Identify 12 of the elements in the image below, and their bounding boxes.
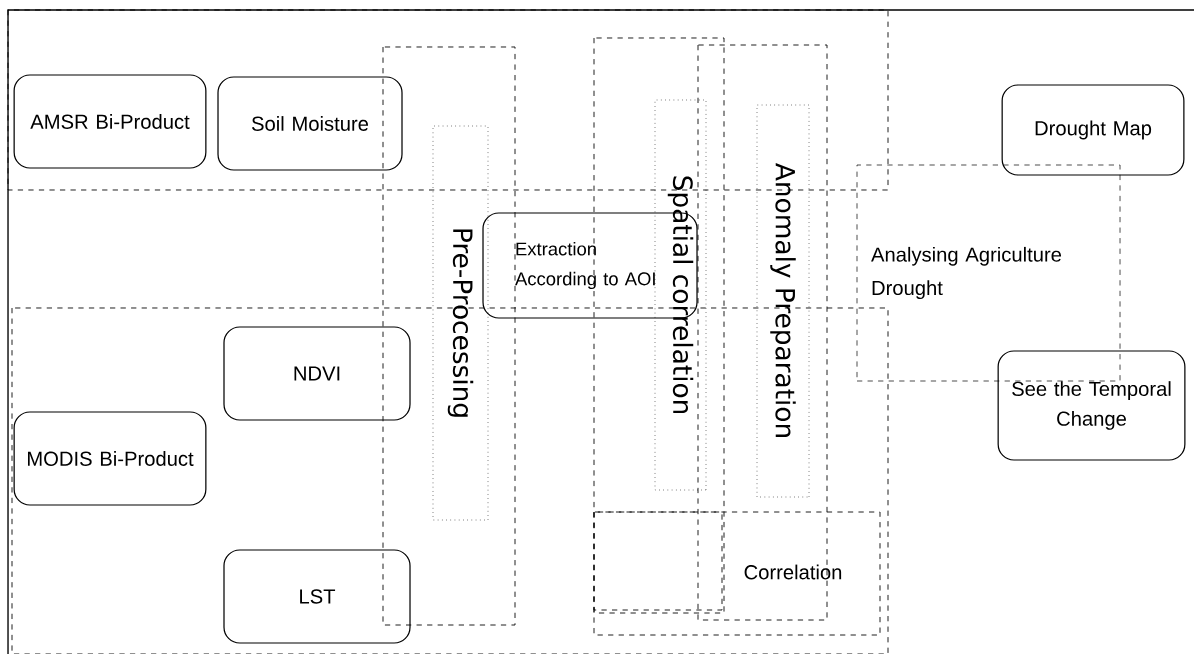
- step-box: Pre-Processing: [432, 125, 489, 521]
- process-box: See the Temporal Change: [997, 350, 1186, 461]
- process-box: Drought Map: [1001, 84, 1185, 176]
- process-box: NDVI: [223, 326, 411, 421]
- process-box: MODIS Bi-Product: [13, 411, 207, 506]
- step-box: Anomaly Preparation: [756, 104, 810, 498]
- step-label: Correlation: [744, 564, 842, 580]
- process-box: LST: [223, 549, 411, 644]
- process-box: AMSR Bi-Product: [13, 74, 207, 169]
- process-box: Soil Moisture: [217, 76, 403, 171]
- region-box: Analysing Agriculture Drought: [856, 164, 1121, 382]
- step-box: Spatial correlation: [654, 99, 707, 491]
